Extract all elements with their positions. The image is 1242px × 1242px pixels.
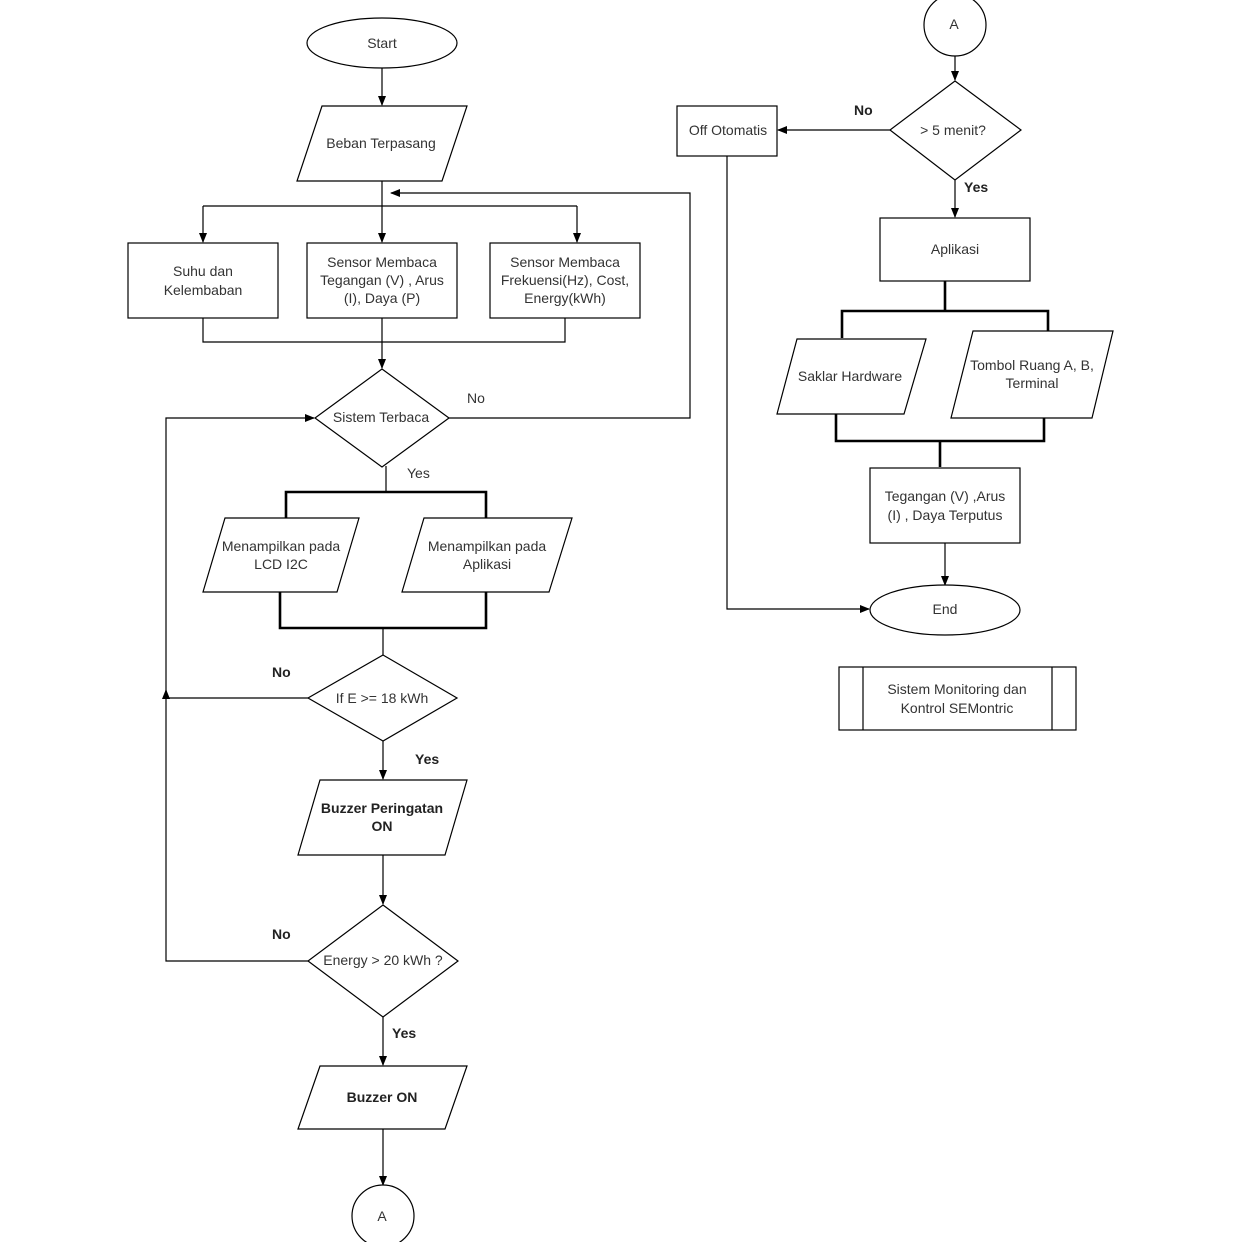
beban-terpasang-io: Beban Terpasang bbox=[296, 105, 468, 182]
lcd-io: Menampilkan pada LCD I2C bbox=[202, 517, 360, 593]
edge-suhu-merge bbox=[202, 318, 566, 343]
edge-aplikasi-split bbox=[840, 309, 1050, 338]
energy-yes-label: Yes bbox=[392, 1025, 416, 1041]
edges bbox=[162, 56, 1050, 1186]
energy-decision: Energy > 20 kWh ? bbox=[306, 904, 460, 1018]
sensor-v-label-3: (I), Daya (P) bbox=[344, 290, 420, 306]
sistem-yes-label: Yes bbox=[407, 465, 430, 481]
buzzer-peringatan-io: Buzzer Peringatan ON bbox=[297, 779, 468, 856]
menit-no-label: No bbox=[854, 102, 873, 118]
end-label: End bbox=[933, 601, 958, 617]
lcd-label-2: LCD I2C bbox=[254, 556, 308, 572]
legend-predefined-process: Sistem Monitoring dan Kontrol SEMontric bbox=[838, 666, 1077, 731]
end-terminal: End bbox=[869, 584, 1021, 636]
buzzer-on-label: Buzzer ON bbox=[347, 1089, 418, 1105]
legend-label-2: Kontrol SEMontric bbox=[901, 700, 1014, 716]
suhu-label-2: Kelembaban bbox=[164, 282, 243, 298]
sensor-v-label-2: Tegangan (V) , Arus bbox=[320, 272, 444, 288]
tegangan-putus-process: Tegangan (V) ,Arus (I) , Daya Terputus bbox=[869, 467, 1021, 544]
aplikasi-process: Aplikasi bbox=[879, 217, 1031, 282]
if-e-yes-label: Yes bbox=[415, 751, 439, 767]
edge-display-merge bbox=[278, 592, 488, 630]
tombol-io: Tombol Ruang A, B, Terminal bbox=[950, 330, 1114, 419]
edge-yes-split bbox=[284, 490, 488, 518]
sistem-terbaca-label: Sistem Terbaca bbox=[333, 409, 429, 425]
menit-yes-label: Yes bbox=[964, 179, 988, 195]
start-label: Start bbox=[367, 35, 397, 51]
sensor-hz-process: Sensor Membaca Frekuensi(Hz), Cost, Ener… bbox=[489, 242, 641, 319]
buzzer-on-io: Buzzer ON bbox=[297, 1065, 468, 1130]
saklar-label: Saklar Hardware bbox=[798, 368, 902, 384]
edge-if-e-no-loop bbox=[165, 414, 315, 699]
sensor-v-process: Sensor Membaca Tegangan (V) , Arus (I), … bbox=[306, 242, 458, 319]
tombol-label-2: Terminal bbox=[1006, 375, 1059, 391]
saklar-io: Saklar Hardware bbox=[776, 338, 927, 415]
if-e-label: If E >= 18 kWh bbox=[336, 690, 429, 706]
connector-a-top-label: A bbox=[949, 16, 959, 32]
sistem-terbaca-decision: Sistem Terbaca bbox=[313, 368, 451, 468]
edge-off-end bbox=[726, 156, 870, 613]
tegangan-putus-label-1: Tegangan (V) ,Arus bbox=[885, 488, 1006, 504]
sensor-hz-label-1: Sensor Membaca bbox=[510, 254, 620, 270]
sensor-hz-label-3: Energy(kWh) bbox=[524, 290, 606, 306]
off-otomatis-label: Off Otomatis bbox=[689, 122, 767, 138]
suhu-label-1: Suhu dan bbox=[173, 263, 233, 279]
aplikasi-display-label-1: Menampilkan pada bbox=[428, 538, 547, 554]
edge-energy-no-loop bbox=[162, 689, 308, 962]
aplikasi-label: Aplikasi bbox=[931, 241, 979, 257]
buzzer-peringatan-label-1: Buzzer Peringatan bbox=[321, 800, 443, 816]
tegangan-putus-label-2: (I) , Daya Terputus bbox=[888, 507, 1003, 523]
buzzer-peringatan-label-2: ON bbox=[372, 818, 393, 834]
sensor-hz-label-2: Frekuensi(Hz), Cost, bbox=[501, 272, 629, 288]
energy-label: Energy > 20 kWh ? bbox=[323, 952, 443, 968]
energy-no-label: No bbox=[272, 926, 291, 942]
sistem-no-label: No bbox=[467, 390, 485, 406]
beban-label: Beban Terpasang bbox=[326, 135, 436, 151]
menit-label: > 5 menit? bbox=[920, 122, 986, 138]
connector-a-bottom: A bbox=[351, 1184, 415, 1242]
if-e-decision: If E >= 18 kWh bbox=[306, 654, 459, 742]
connector-a-top: A bbox=[923, 0, 987, 57]
tombol-label-1: Tombol Ruang A, B, bbox=[970, 357, 1094, 373]
aplikasi-display-label-2: Aplikasi bbox=[463, 556, 511, 572]
aplikasi-display-io: Menampilkan pada Aplikasi bbox=[401, 517, 573, 593]
start-terminal: Start bbox=[306, 17, 458, 69]
suhu-process: Suhu dan Kelembaban bbox=[127, 242, 279, 319]
connector-a-bottom-label: A bbox=[377, 1208, 387, 1224]
off-otomatis-process: Off Otomatis bbox=[676, 105, 778, 157]
menit-decision: > 5 menit? bbox=[889, 80, 1023, 181]
if-e-no-label: No bbox=[272, 664, 291, 680]
legend-label-1: Sistem Monitoring dan bbox=[887, 681, 1026, 697]
lcd-label-1: Menampilkan pada bbox=[222, 538, 341, 554]
edge-sistem-no-loop bbox=[390, 189, 691, 419]
sensor-v-label-1: Sensor Membaca bbox=[327, 254, 437, 270]
